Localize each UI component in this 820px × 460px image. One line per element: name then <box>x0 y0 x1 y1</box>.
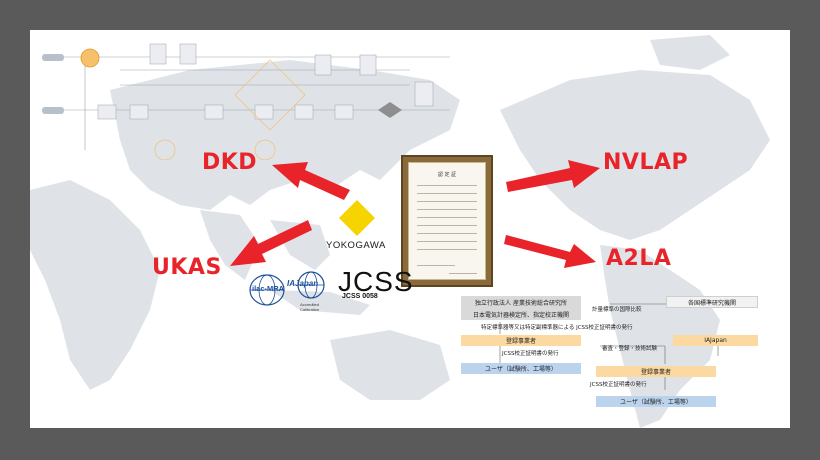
flow-text-issue-cert: 特定標準器等又は特定副標準器による JCSS校正証明書の発行 <box>481 325 633 331</box>
arrow-ukas <box>230 220 312 266</box>
map-canvas: DKD UKAS NVLAP A2LA 認 定 証 YOKOGAWA JCSS … <box>30 30 790 428</box>
certificate-paper: 認 定 証 <box>408 162 486 280</box>
yokogawa-wordmark: YOKOGAWA <box>326 240 386 251</box>
flow-text-intl-compare: 計量標準の国際比較 <box>592 307 642 313</box>
flow-box-registered-2: 登録事業者 <box>596 366 716 377</box>
traceability-connectors <box>499 303 719 390</box>
ilac-globe-icon <box>249 274 285 306</box>
label-ukas: UKAS <box>152 255 222 280</box>
flow-text-review: 審査・登録・技術試験 <box>602 346 658 352</box>
arrow-a2la <box>504 235 596 268</box>
iajapan-accredited-caption: Accredited Calibration <box>300 302 320 312</box>
flow-box-aist: 独立行政法人 産業技術総合研究所 <box>461 296 581 308</box>
flow-text-jcss-issue-2: JCSS校正証明書の発行 <box>590 382 647 388</box>
flow-box-jemic: 日本電気計器検定所、指定校正機関 <box>461 308 581 320</box>
flow-box-user-1: ユーザ（試験所、工場等） <box>461 363 581 374</box>
certificate-title: 認 定 証 <box>437 172 457 178</box>
flow-box-iajapan: IAJapan <box>673 335 758 346</box>
arrow-dkd <box>272 162 350 200</box>
flow-box-user-2: ユーザ（試験所、工場等） <box>596 396 716 407</box>
ilac-mra-logo: ilac-MRA <box>252 284 285 293</box>
flow-box-foreign-institutes: 各国標準研究機関 <box>666 296 758 308</box>
iajapan-globe-icon <box>297 271 325 299</box>
label-nvlap: NVLAP <box>603 150 689 175</box>
arrows-layer <box>230 160 600 268</box>
world-map-image <box>30 35 770 428</box>
flow-text-jcss-issue-1: JCSS校正証明書の発行 <box>502 351 559 357</box>
jcss-logo: JCSS <box>338 266 414 297</box>
jcss-number: JCSS 0058 <box>342 293 378 300</box>
arrow-nvlap <box>506 160 600 192</box>
flow-box-registered-1: 登録事業者 <box>461 335 581 346</box>
certificate-frame: 認 定 証 <box>401 155 493 287</box>
iajapan-logo: IAJapan <box>287 279 319 288</box>
yokogawa-logo-icon <box>339 200 375 236</box>
process-flow-diagram <box>42 43 450 160</box>
label-dkd: DKD <box>202 150 258 175</box>
label-a2la: A2LA <box>606 246 672 271</box>
